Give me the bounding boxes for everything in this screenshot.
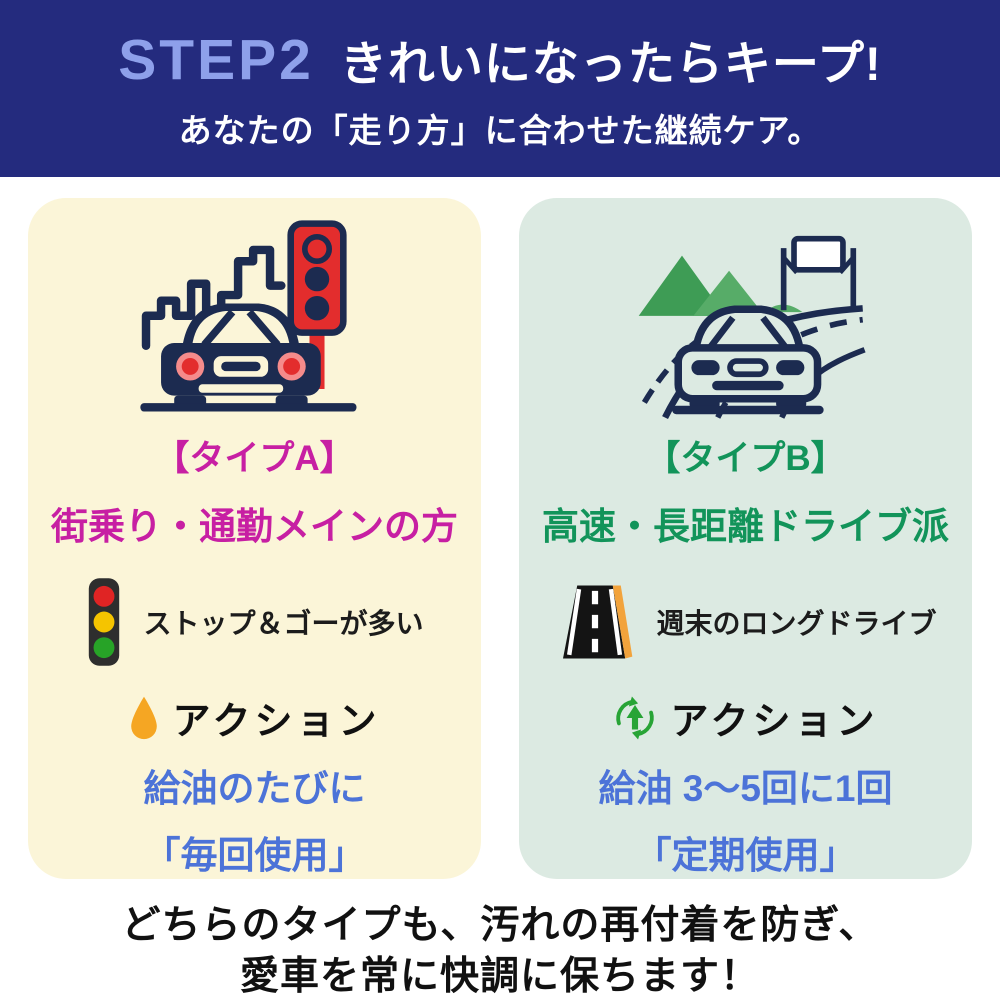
header-banner: STEP2 きれいになったらキープ! あなたの「走り方」に合わせた継続ケア。	[0, 0, 1000, 177]
footer-line-2: 愛車を常に快調に保ちます！	[239, 954, 760, 998]
feature-text: 週末のロングドライブ	[656, 608, 937, 640]
type-b-description: 高速・長距離ドライブ派	[542, 506, 949, 548]
step-label: STEP2	[118, 27, 314, 92]
footer-summary: どちらのタイプも、汚れの再付着を防ぎ、 愛車を常に快調に保ちます！	[0, 901, 1000, 1000]
feature-row: 週末のロングドライブ	[554, 576, 937, 668]
type-cards-container: 【タイプA】 街乗り・通勤メインの方 ストップ＆ゴーが多い アクション 給油のた…	[0, 177, 1000, 879]
action-line-2: 「定期使用」	[634, 835, 857, 876]
city-driving-illustration	[139, 220, 356, 412]
action-label: アクション	[172, 701, 381, 743]
feature-row: ストップ＆ゴーが多い	[85, 576, 424, 668]
card-type-a: 【タイプA】 街乗り・通勤メインの方 ストップ＆ゴーが多い アクション 給油のた…	[28, 198, 481, 879]
page-subtitle: あなたの「走り方」に合わせた継続ケア。	[178, 112, 822, 149]
type-b-label: 【タイプB】	[645, 439, 846, 479]
header-title-row: STEP2 きれいになったらキープ!	[118, 25, 881, 94]
action-label: アクション	[670, 701, 879, 743]
action-line-1: 給油のたびに	[143, 768, 366, 809]
cycle-up-arrow-icon	[616, 696, 655, 739]
action-header: アクション	[128, 690, 380, 745]
action-line-2: 「毎回使用」	[143, 835, 366, 876]
oil-drop-icon	[131, 696, 158, 740]
feature-text: ストップ＆ゴーが多い	[143, 608, 424, 639]
motorway-icon	[563, 585, 633, 659]
page-title: きれいになったらキープ!	[339, 37, 882, 90]
action-line-1: 給油 3〜5回に1回	[598, 768, 893, 809]
traffic-light-icon	[89, 578, 120, 666]
action-header: アクション	[612, 690, 878, 745]
highway-driving-illustration	[638, 235, 866, 420]
footer-line-1: どちらのタイプも、汚れの再付着を防ぎ、	[121, 904, 879, 947]
card-type-b: 【タイプB】 高速・長距離ドライブ派 週末のロングドライブ	[519, 198, 972, 879]
type-a-label: 【タイプA】	[154, 439, 355, 478]
type-a-description: 街乗り・通勤メインの方	[51, 506, 458, 547]
